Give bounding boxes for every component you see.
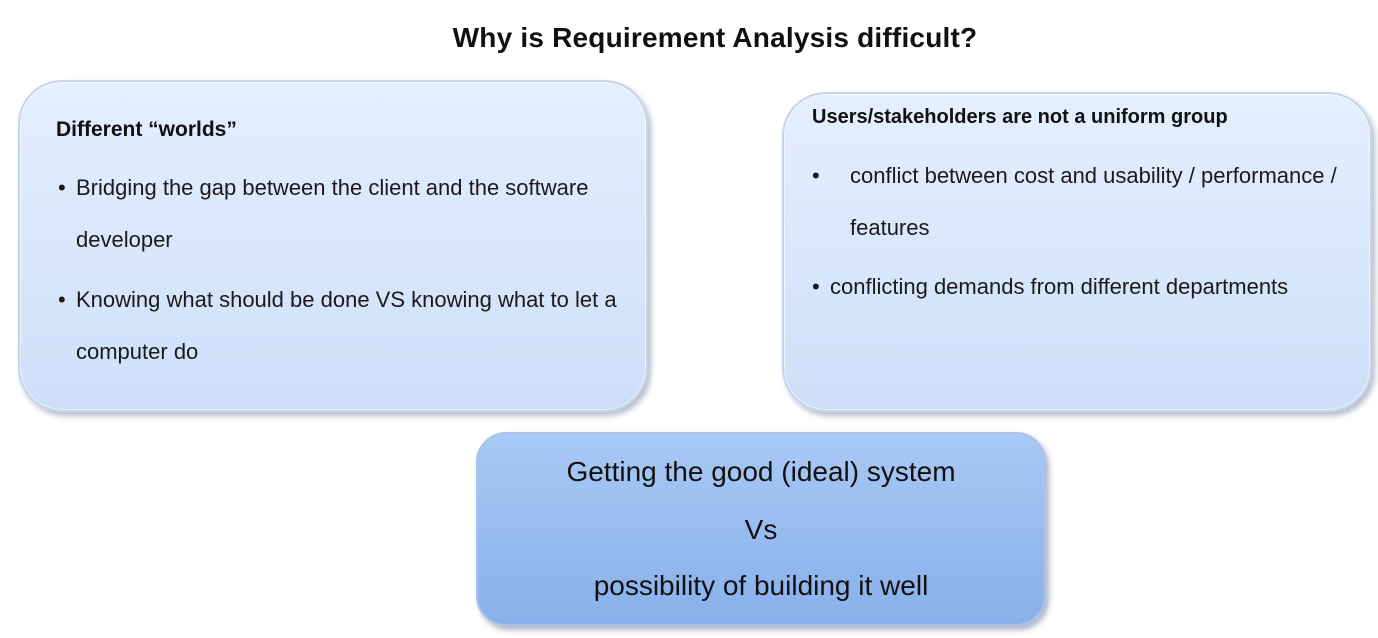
slide-title: Why is Requirement Analysis difficult? <box>452 22 978 53</box>
bullet-marker: • <box>812 274 820 299</box>
list-item: • Knowing what should be done VS knowing… <box>58 274 618 378</box>
bullet-marker: • <box>812 163 820 188</box>
list-item: • Bridging the gap between the client an… <box>58 162 618 266</box>
bottom-line-2: Vs <box>744 514 778 545</box>
box-heading: Users/stakeholders are not a uniform gro… <box>812 106 1228 128</box>
box-heading: Different “worlds” <box>56 118 237 141</box>
bullet-text: conflicting demands from different depar… <box>830 274 1289 299</box>
bullet-text: Bridging the gap between the client and … <box>76 175 589 252</box>
ideal-vs-possible-box: Getting the good (ideal) system Vs possi… <box>476 432 1046 626</box>
stakeholders-box: Users/stakeholders are not a uniform gro… <box>782 92 1372 412</box>
bullet-marker: • <box>58 287 66 312</box>
different-worlds-box: Different “worlds” • Bridging the gap be… <box>18 80 648 412</box>
bullet-text: conflict between cost and usability / pe… <box>850 163 1337 240</box>
bottom-line-3: possibility of building it well <box>593 570 929 601</box>
list-item: • conflict between cost and usability / … <box>812 150 1352 254</box>
bullet-text: Knowing what should be done VS knowing w… <box>76 287 617 364</box>
list-item: • conflicting demands from different dep… <box>812 261 1352 313</box>
bottom-line-1: Getting the good (ideal) system <box>566 456 956 487</box>
bullet-marker: • <box>58 175 66 200</box>
